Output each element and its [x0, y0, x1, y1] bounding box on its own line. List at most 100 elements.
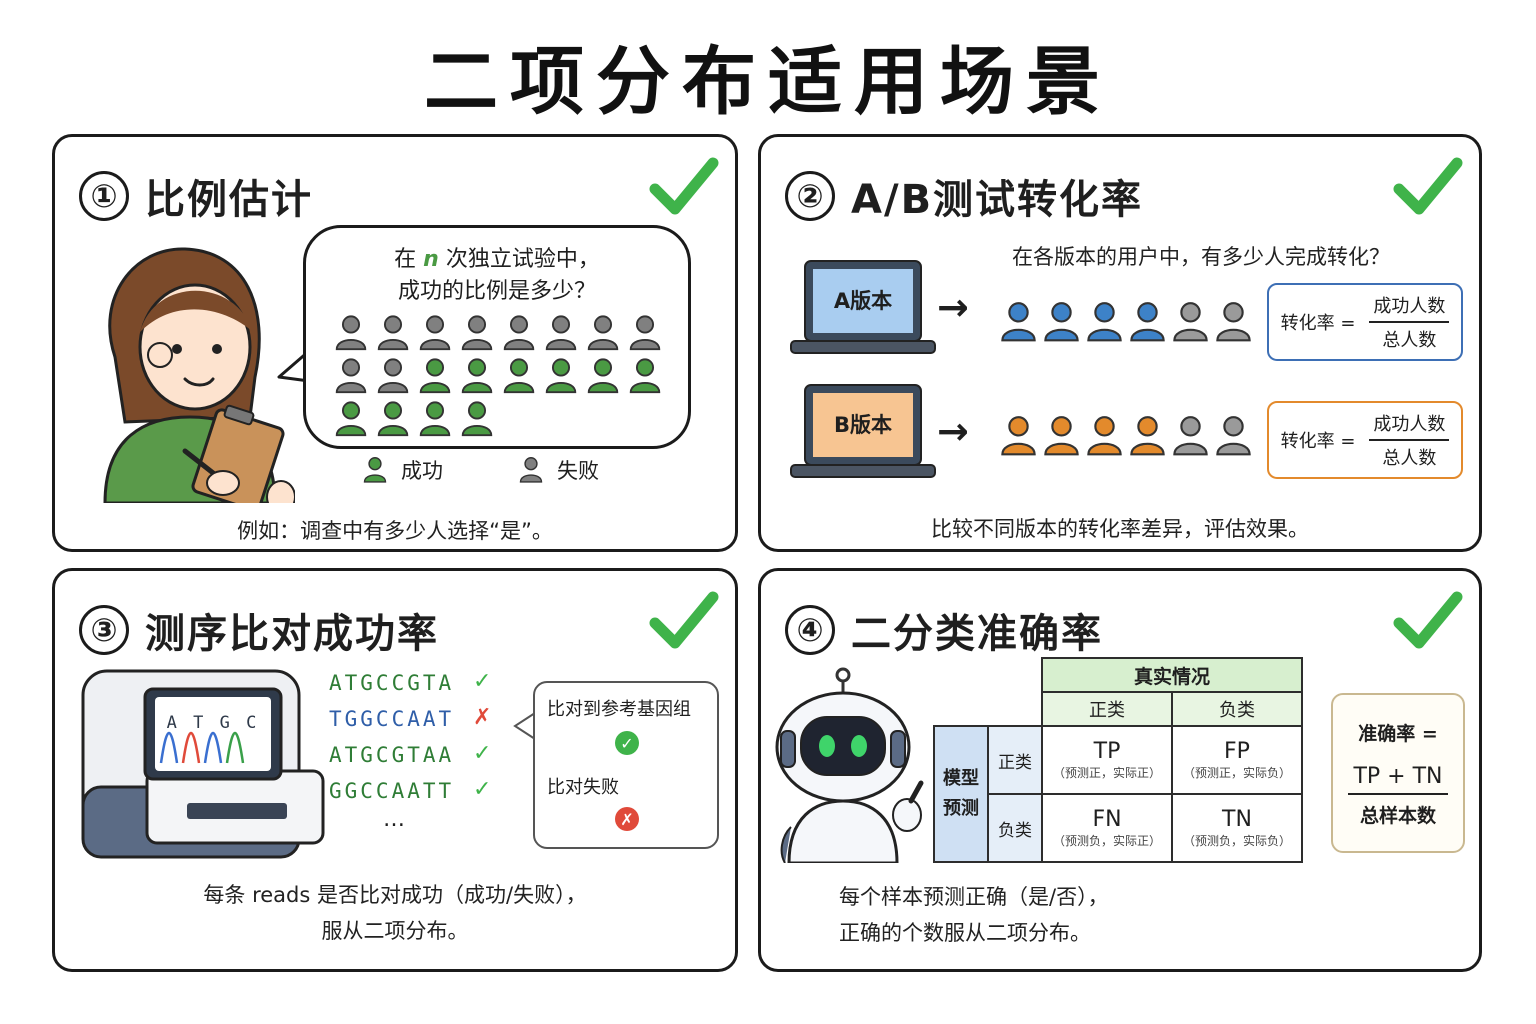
converted-user-icon — [1083, 297, 1126, 347]
outcome-row — [330, 400, 670, 443]
model-label-line1: 模型 — [943, 768, 979, 789]
formula-numerator: 成功人数 — [1369, 410, 1450, 441]
converted-user-icon — [1040, 411, 1083, 461]
legend-fail-label: 失败 — [557, 459, 599, 483]
panel-ab-test: ② A/B测试转化率 在各版本的用户中，有多少人完成转化？ A版本 → 转化率 … — [758, 134, 1482, 552]
bubble-question: 在 n 次独立试验中， 成功的比例是多少？ — [306, 244, 688, 308]
fail-person-icon — [624, 314, 666, 352]
read-sequence: ATGCGTAA — [329, 743, 455, 767]
version-b-label: B版本 — [833, 413, 892, 437]
woman-with-clipboard-illustration — [103, 247, 295, 503]
accuracy-label: 准确率 = — [1358, 723, 1438, 745]
converted-user-icon — [997, 297, 1040, 347]
panel-classification-accuracy: ④ 二分类准确率 真实情况 正类 负类 模型 预测 — [758, 568, 1482, 972]
formula-denominator: 总人数 — [1382, 448, 1437, 469]
panel-number: ① — [79, 171, 129, 221]
panel-title: 二分类准确率 — [851, 611, 1103, 657]
panel-footer: 每个样本预测正确（是/否）， 正确的个数服从二项分布。 — [839, 879, 1109, 951]
check-icon — [1393, 589, 1463, 651]
panel-sequencing: ③ 测序比对成功率 A T G C ATGCCGTA✓TGGCCAAT✗ATGC… — [52, 568, 738, 972]
fn-label: FN — [1092, 807, 1122, 832]
panel-footer: 比较不同版本的转化率差异，评估效果。 — [931, 517, 1309, 541]
row-positive: 正类 — [987, 725, 1043, 795]
failed-label: 比对失败 — [547, 777, 619, 798]
panel-number: ③ — [79, 605, 129, 655]
sequencer-machine: A T G C — [77, 667, 329, 863]
question-text: 次独立试验中， — [438, 247, 600, 272]
check-circle-icon: ✓ — [615, 731, 639, 755]
sequencer-icon — [81, 669, 325, 859]
fail-person-icon — [456, 314, 498, 352]
unconverted-user-icon — [1212, 297, 1255, 347]
truth-header: 真实情况 — [1041, 657, 1303, 693]
col-negative: 负类 — [1171, 691, 1303, 727]
row-negative: 负类 — [987, 793, 1043, 863]
outcome-row — [330, 314, 670, 357]
panel-number: ② — [785, 171, 835, 221]
outcome-row — [330, 357, 670, 400]
fp-note: （预测正，实际负） — [1182, 766, 1291, 780]
panel-footer: 每条 reads 是否比对成功（成功/失败）， 服从二项分布。 — [55, 877, 735, 949]
panel-header: ① 比例估计 — [79, 167, 313, 225]
success-person-icon — [498, 357, 540, 395]
converted-user-icon — [997, 411, 1040, 461]
panel-title: 比例估计 — [145, 177, 313, 223]
converted-user-icon — [1126, 297, 1169, 347]
cell-fn: FN （预测负，实际正） — [1041, 793, 1173, 863]
success-person-icon — [540, 357, 582, 395]
success-person-icon — [456, 357, 498, 395]
tn-label: TN — [1222, 807, 1252, 832]
panel-header: ④ 二分类准确率 — [785, 601, 1103, 659]
cross-circle-icon: ✗ — [615, 807, 639, 831]
panel-title: 测序比对成功率 — [145, 611, 439, 657]
tp-note: （预测正，实际正） — [1052, 766, 1161, 780]
fail-person-icon — [414, 314, 456, 352]
check-icon — [649, 589, 719, 651]
screen-letters: A T G C — [166, 713, 260, 733]
question-n: n — [423, 247, 439, 272]
success-person-icon — [624, 357, 666, 395]
fail-person-icon — [372, 357, 414, 395]
formula-b: 转化率 = 成功人数 总人数 — [1267, 401, 1463, 479]
unconverted-user-icon — [1212, 411, 1255, 461]
tp-label: TP — [1093, 739, 1121, 764]
arrow-a: → — [937, 285, 969, 329]
unconverted-user-icon — [1169, 297, 1212, 347]
check-icon — [1393, 155, 1463, 217]
fail-person-icon — [372, 314, 414, 352]
read-sequence: TGGCCAAT — [329, 707, 455, 731]
laptop-icon — [790, 384, 936, 478]
panel-number: ④ — [785, 605, 835, 655]
callout-pointer — [513, 712, 536, 740]
laptop-version-a: A版本 — [789, 257, 937, 357]
accuracy-numerator: TP + TN — [1348, 764, 1448, 795]
ab-question: 在各版本的用户中，有多少人完成转化？ — [1012, 245, 1390, 269]
person-icon — [361, 455, 389, 485]
panel-example: 例如：调查中有多少人选择“是”。 — [237, 519, 553, 543]
formula-denominator: 总人数 — [1382, 330, 1437, 351]
formula-numerator: 成功人数 — [1369, 292, 1450, 323]
panel-header: ② A/B测试转化率 — [785, 167, 1143, 225]
panel-header: ③ 测序比对成功率 — [79, 601, 439, 659]
footer-line1: 每条 reads 是否比对成功（成功/失败）， — [203, 883, 587, 907]
footer-line1: 每个样本预测正确（是/否）， — [839, 885, 1109, 909]
fail-person-icon — [498, 314, 540, 352]
panel-proportion-estimation: ① 比例估计 在 n 次独立试验中， 成功的比例是多少？ 成功 失败 — [52, 134, 738, 552]
formula-fraction: 成功人数 总人数 — [1369, 410, 1450, 470]
robot-illustration — [775, 667, 924, 863]
success-person-icon — [414, 357, 456, 395]
formula-label: 转化率 = — [1280, 431, 1356, 452]
converted-user-icon — [1126, 411, 1169, 461]
footer-line2: 正确的个数服从二项分布。 — [839, 921, 1091, 945]
laptop-icon — [790, 260, 936, 354]
check-icon: ✓ — [473, 741, 492, 766]
accuracy-denominator: 总样本数 — [1359, 805, 1436, 827]
accuracy-formula: 准确率 = TP + TN 总样本数 — [1331, 693, 1465, 853]
converted-user-icon — [1083, 411, 1126, 461]
version-b-users — [997, 411, 1255, 461]
formula-label: 转化率 = — [1280, 313, 1356, 334]
cell-tn: TN （预测负，实际负） — [1171, 793, 1303, 863]
success-person-icon — [582, 357, 624, 395]
cross-icon: ✗ — [473, 705, 492, 730]
outcome-grid — [330, 314, 670, 443]
